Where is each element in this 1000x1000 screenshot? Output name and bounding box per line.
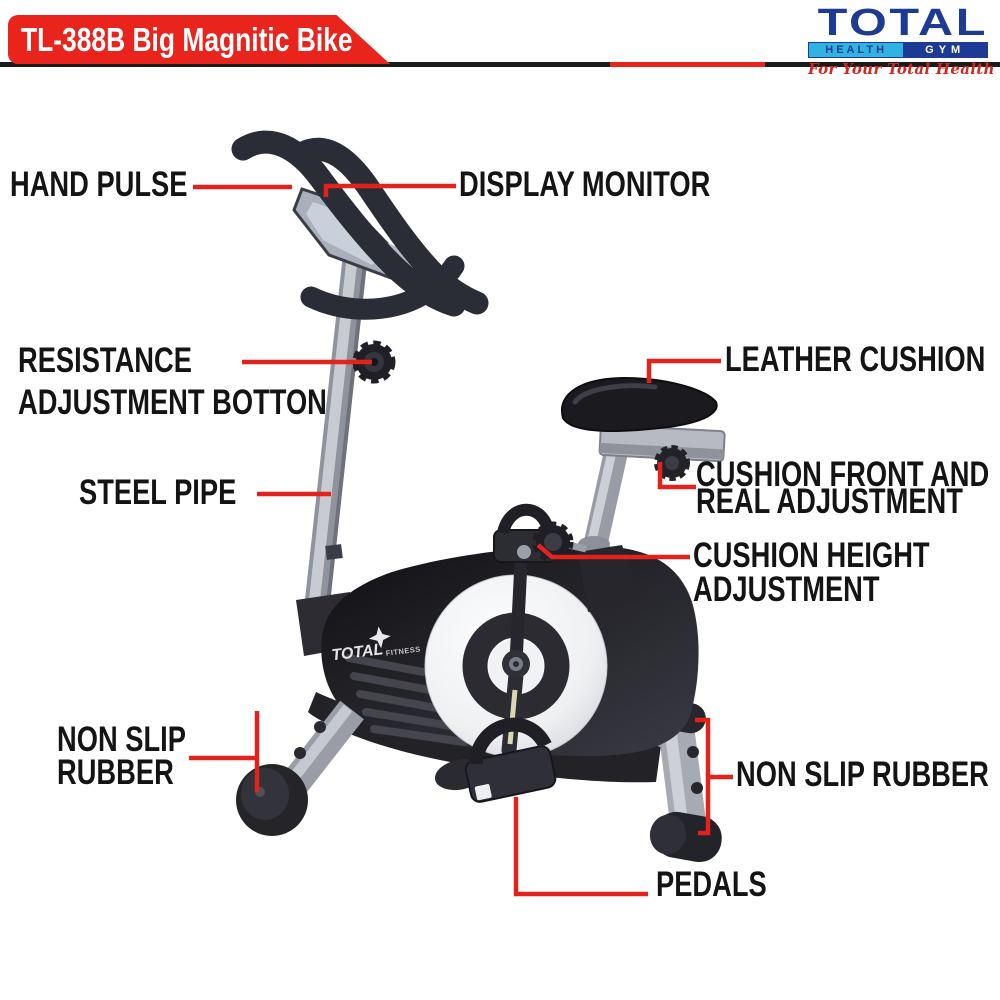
seat-assembly xyxy=(532,376,726,612)
resistance-knob xyxy=(348,340,396,384)
leader-display-monitor xyxy=(323,183,456,197)
title-banner: TL-388B Big Magnitic Bike xyxy=(8,15,390,64)
label-pedals: PEDALS xyxy=(656,865,767,904)
label-non-slip-left-1: NON SLIP xyxy=(57,720,186,759)
rear-rubber-bottom xyxy=(649,811,722,863)
brand-logo: TOTAL HEALTH GYM For Your Total Health xyxy=(808,4,995,78)
label-leather-cushion: LEATHER CUSHION xyxy=(725,340,986,379)
leader-cushion-height xyxy=(536,543,690,560)
leader-pedals xyxy=(513,797,648,897)
header-divider xyxy=(0,62,1000,67)
pedal-far xyxy=(434,717,557,803)
product-title: TL-388B Big Magnitic Bike xyxy=(21,21,353,58)
leader-leather-cushion xyxy=(646,358,721,383)
vent-louvers xyxy=(345,654,468,746)
pedal-reflector xyxy=(474,784,492,801)
label-cushion-front-2: REAL ADJUSTMENT xyxy=(696,482,963,521)
label-hand-pulse: HAND PULSE xyxy=(10,165,188,204)
label-cushion-front-1: CUSHION FRONT AND xyxy=(696,455,990,494)
handlebar xyxy=(231,130,489,320)
label-cushion-height-1: CUSHION HEIGHT xyxy=(693,536,930,575)
logo-gym-badge: GYM xyxy=(903,43,987,57)
label-cushion-height-2: ADJUSTMENT xyxy=(693,570,880,609)
pedal-near xyxy=(493,503,557,563)
logo-health-badge: HEALTH xyxy=(809,43,904,57)
leader-lines xyxy=(189,183,733,897)
label-resistance-2: ADJUSTMENT BOTTON xyxy=(18,383,327,422)
leader-cushion-front xyxy=(657,462,696,490)
label-non-slip-left-2: RUBBER xyxy=(57,753,174,792)
bike-brand-word2: FITNESS xyxy=(385,645,421,658)
label-steel-pipe: STEEL PIPE xyxy=(79,473,237,512)
label-resistance-1: RESISTANCE xyxy=(18,341,192,380)
logo-badges: HEALTH GYM xyxy=(808,42,988,58)
label-non-slip-right: NON SLIP RUBBER xyxy=(736,755,989,794)
logo-tagline: For Your Total Health xyxy=(808,60,995,78)
bike-brand-word1: TOTAL xyxy=(331,641,385,664)
logo-wordmark: TOTAL xyxy=(817,2,988,44)
bike-brand: TOTAL FITNESS xyxy=(331,626,421,664)
brand-star-icon xyxy=(368,626,391,649)
seat-fore-aft-knob xyxy=(654,445,690,481)
label-display-monitor: DISPLAY MONITOR xyxy=(459,165,711,204)
front-rubber-foot xyxy=(236,764,308,836)
crank-arms xyxy=(501,555,530,758)
